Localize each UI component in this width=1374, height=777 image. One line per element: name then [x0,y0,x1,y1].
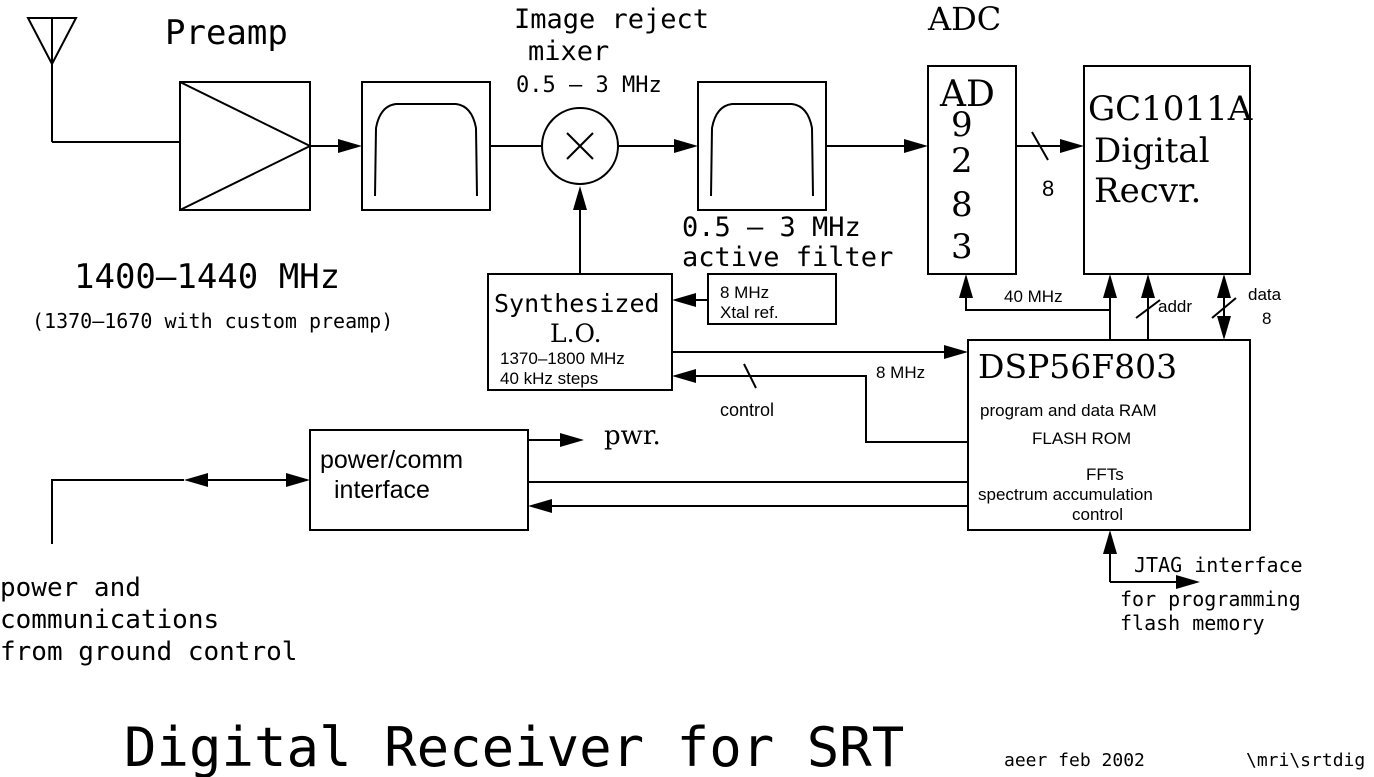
addr-label: addr [1158,297,1192,316]
synth-line4: 40 kHz steps [500,369,598,388]
xtal-reference-block: 8 MHz Xtal ref. [707,273,837,325]
adc-chip-line: 3 [951,227,973,267]
antenna-icon [26,17,180,143]
preamp-label: Preamp [165,13,288,53]
dsp-line5: control [1072,505,1123,524]
dsp-line3: FFTs [1086,465,1124,484]
rf-bandpass-filter [361,81,491,211]
clock-8mhz-label: 8 MHz [876,363,925,382]
adc-bits-label: 8 [1042,176,1054,201]
filter-label-line1: 0.5 – 3 MHz [682,212,861,243]
file-path-label: \mri\srtdig [1246,750,1365,771]
pwr-label: pwr. [604,421,661,451]
digital-receiver-block: GC1011A Digital Recvr. [1083,65,1253,275]
adc-chip-line: 8 [951,185,973,225]
rf-band-label: 1400–1440 MHz [74,257,340,297]
xtal-line2: Xtal ref. [720,303,779,322]
xtal-line1: 8 MHz [720,283,769,302]
dsp-block: DSP56F803 program and data RAM FLASH ROM… [967,339,1251,531]
credit-label: aeer feb 2002 [1004,750,1145,771]
if-active-filter [697,81,827,211]
ground-line3: from ground control [0,637,297,667]
jtag-line2: for programming [1120,587,1301,611]
dsp-line4: spectrum accumulation [978,485,1153,504]
receiver-line3: Recvr. [1094,171,1201,211]
adc-chip: AD 9 2 8 3 [927,65,1017,275]
receiver-line2: Digital [1094,131,1210,171]
ground-line2: communications [0,605,219,635]
adc-chip-line: 9 [951,105,973,145]
dsp-title: DSP56F803 [978,347,1177,386]
adc-chip-line: 2 [951,141,973,181]
synth-line1: Synthesized [494,289,660,318]
dsp-line1: program and data RAM [980,401,1157,420]
synth-line3: 1370–1800 MHz [500,349,625,368]
comm-line1: power/comm [320,446,463,474]
filter-label-line2: active filter [682,242,893,273]
adc-chip-line: AD [939,74,995,115]
mixer-freq-label: 0.5 – 3 MHz [516,73,662,98]
data-label-line2: 8 [1262,309,1271,328]
jtag-line3: flash memory [1120,611,1265,635]
comm-line2: interface [334,476,430,504]
synthesizer-block: Synthesized L.O. 1370–1800 MHz 40 kHz st… [487,273,673,391]
synth-line2: L.O. [550,319,602,348]
dsp-line2: FLASH ROM [1032,429,1131,448]
mixer-label-line2: mixer [528,36,609,67]
diagram-title: Digital Receiver for SRT [124,716,904,777]
ground-line1: power and [0,573,141,603]
power-comm-interface-block: power/comm interface [309,429,529,531]
control-label: control [720,400,774,420]
clock-40mhz-label: 40 MHz [1004,287,1063,306]
mixer-icon [541,107,619,185]
adc-label: ADC [927,0,1001,38]
data-label-line1: data [1248,285,1282,304]
mixer-label-line1: Image reject [514,4,709,35]
preamp-block [179,81,313,211]
jtag-line1: JTAG interface [1134,553,1303,577]
receiver-line1: GC1011A [1088,89,1253,129]
rf-band-note: (1370–1670 with custom preamp) [32,309,393,333]
